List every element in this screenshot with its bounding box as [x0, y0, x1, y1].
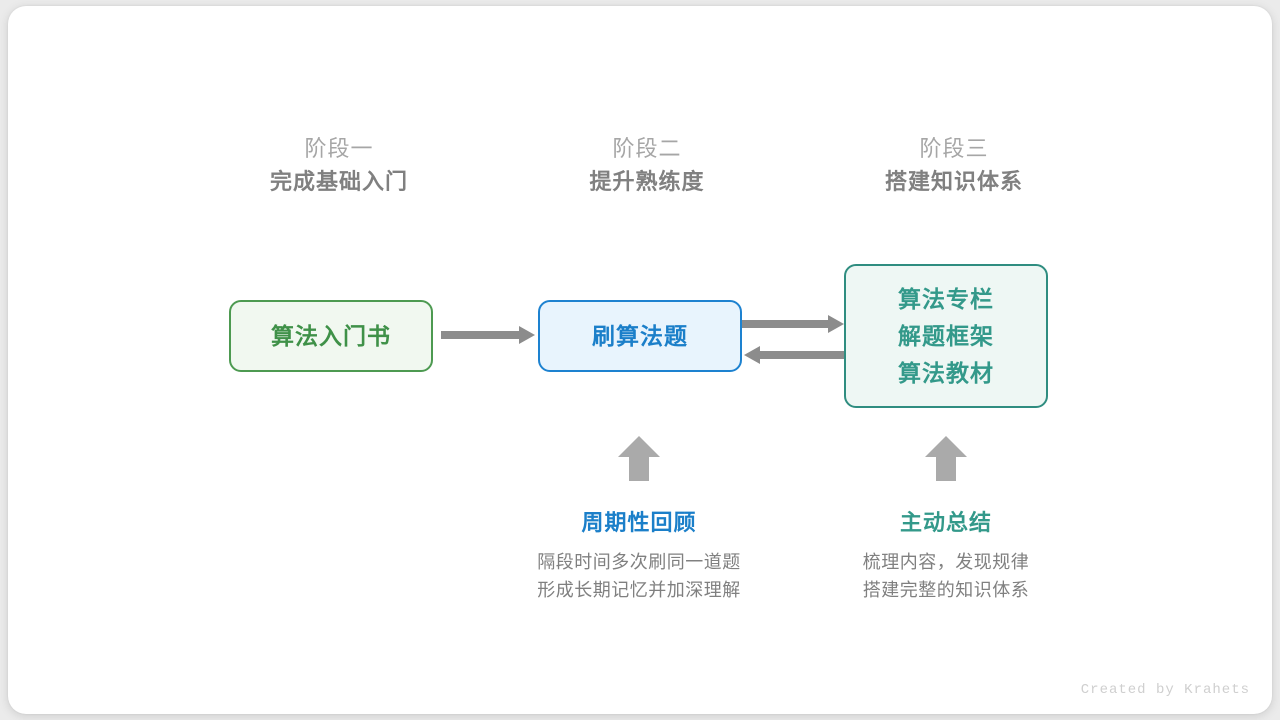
note-active-summary-body-line-2: 搭建完整的知识体系	[862, 580, 1030, 600]
node-knowledge-line-2: 解题框架	[898, 322, 994, 349]
note-periodic-review-body: 隔段时间多次刷同一道题 形成长期记忆并加深理解	[489, 548, 789, 604]
stage-2-subtitle: 阶段二	[612, 136, 682, 161]
arrow-knowledge-to-practice-line	[760, 351, 846, 359]
arrow-up-review-icon	[617, 434, 661, 482]
stage-header-1: 阶段一 完成基础入门	[199, 134, 479, 200]
node-intro-book-label: 算法入门书	[271, 322, 391, 349]
stage-2-title: 提升熟练度	[589, 169, 705, 194]
arrow-knowledge-to-practice-head-icon	[744, 346, 760, 364]
node-knowledge-line-3: 算法教材	[898, 359, 994, 386]
node-practice-problems[interactable]: 刷算法题	[538, 300, 742, 372]
note-periodic-review-body-line-1: 隔段时间多次刷同一道题	[537, 552, 741, 572]
stage-3-subtitle: 阶段三	[919, 136, 989, 161]
arrow-book-to-practice-head-icon	[519, 326, 535, 344]
stage-header-3: 阶段三 搭建知识体系	[814, 134, 1094, 200]
note-active-summary: 主动总结 梳理内容，发现规律 搭建完整的知识体系	[796, 506, 1096, 604]
node-practice-problems-label: 刷算法题	[592, 322, 688, 349]
arrow-practice-to-knowledge-line	[742, 320, 828, 328]
stage-3-title: 搭建知识体系	[884, 169, 1023, 194]
note-periodic-review: 周期性回顾 隔段时间多次刷同一道题 形成长期记忆并加深理解	[489, 506, 789, 604]
node-intro-book[interactable]: 算法入门书	[229, 300, 433, 372]
note-active-summary-title: 主动总结	[899, 510, 992, 535]
diagram-canvas: 阶段一 完成基础入门 阶段二 提升熟练度 阶段三 搭建知识体系 算法入门书 刷算…	[8, 6, 1272, 714]
note-active-summary-body-line-1: 梳理内容，发现规律	[862, 552, 1030, 572]
arrow-up-summary-icon	[924, 434, 968, 482]
credit-text: Created by Krahets	[1080, 682, 1250, 698]
arrow-book-to-practice-line	[441, 331, 519, 339]
note-periodic-review-title: 周期性回顾	[581, 510, 697, 535]
note-periodic-review-body-line-2: 形成长期记忆并加深理解	[537, 580, 741, 600]
stage-header-2: 阶段二 提升熟练度	[507, 134, 787, 200]
stage-1-title: 完成基础入门	[269, 169, 408, 194]
stage-1-subtitle: 阶段一	[304, 136, 374, 161]
node-knowledge-resources[interactable]: 算法专栏 解题框架 算法教材	[844, 264, 1048, 408]
arrow-practice-to-knowledge-head-icon	[828, 315, 844, 333]
note-active-summary-body: 梳理内容，发现规律 搭建完整的知识体系	[796, 548, 1096, 604]
node-knowledge-line-1: 算法专栏	[898, 285, 994, 312]
